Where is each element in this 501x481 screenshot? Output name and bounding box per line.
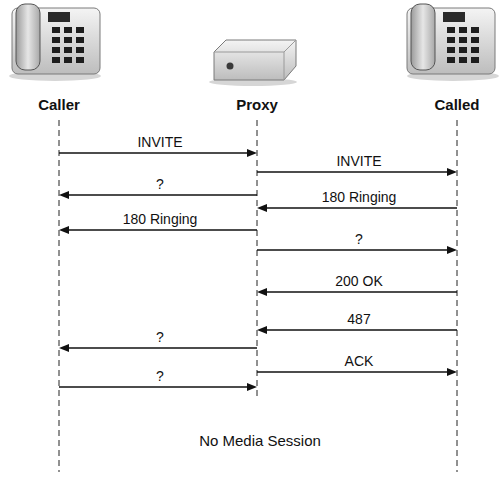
message-label: 180 Ringing	[120, 211, 201, 227]
phone-icon	[407, 4, 499, 81]
message-arrow	[257, 246, 457, 254]
message-label: ?	[153, 176, 167, 192]
endpoint-label: Proxy	[203, 96, 311, 114]
lifeline	[59, 120, 60, 472]
lifeline	[457, 120, 458, 472]
message-arrow	[257, 368, 457, 376]
message-label: 200 OK	[332, 273, 385, 289]
proxy-server-icon	[209, 40, 297, 86]
message-arrow	[257, 204, 457, 212]
lifeline	[257, 120, 258, 398]
endpoint-node: Proxy	[203, 0, 311, 116]
message-arrow	[59, 344, 257, 352]
message-label: INVITE	[134, 134, 185, 150]
message-label: ?	[352, 231, 366, 247]
session-note: No Media Session	[199, 432, 321, 450]
endpoint-label: Caller	[5, 96, 113, 114]
endpoint-node: Caller	[5, 0, 113, 116]
phone-icon	[9, 4, 101, 81]
message-arrow	[257, 326, 457, 334]
message-arrow	[59, 383, 257, 391]
message-arrow	[59, 226, 257, 234]
message-arrow	[257, 288, 457, 296]
endpoint-label: Called	[403, 96, 501, 114]
message-label: INVITE	[333, 153, 384, 169]
message-arrow	[257, 168, 457, 176]
message-label: ACK	[342, 353, 377, 369]
endpoint-node: Called	[403, 0, 501, 116]
message-arrow	[59, 191, 257, 199]
message-label: ?	[153, 329, 167, 345]
message-arrow	[59, 149, 257, 157]
message-label: 487	[344, 311, 373, 327]
message-label: 180 Ringing	[319, 189, 400, 205]
message-label: ?	[153, 368, 167, 384]
